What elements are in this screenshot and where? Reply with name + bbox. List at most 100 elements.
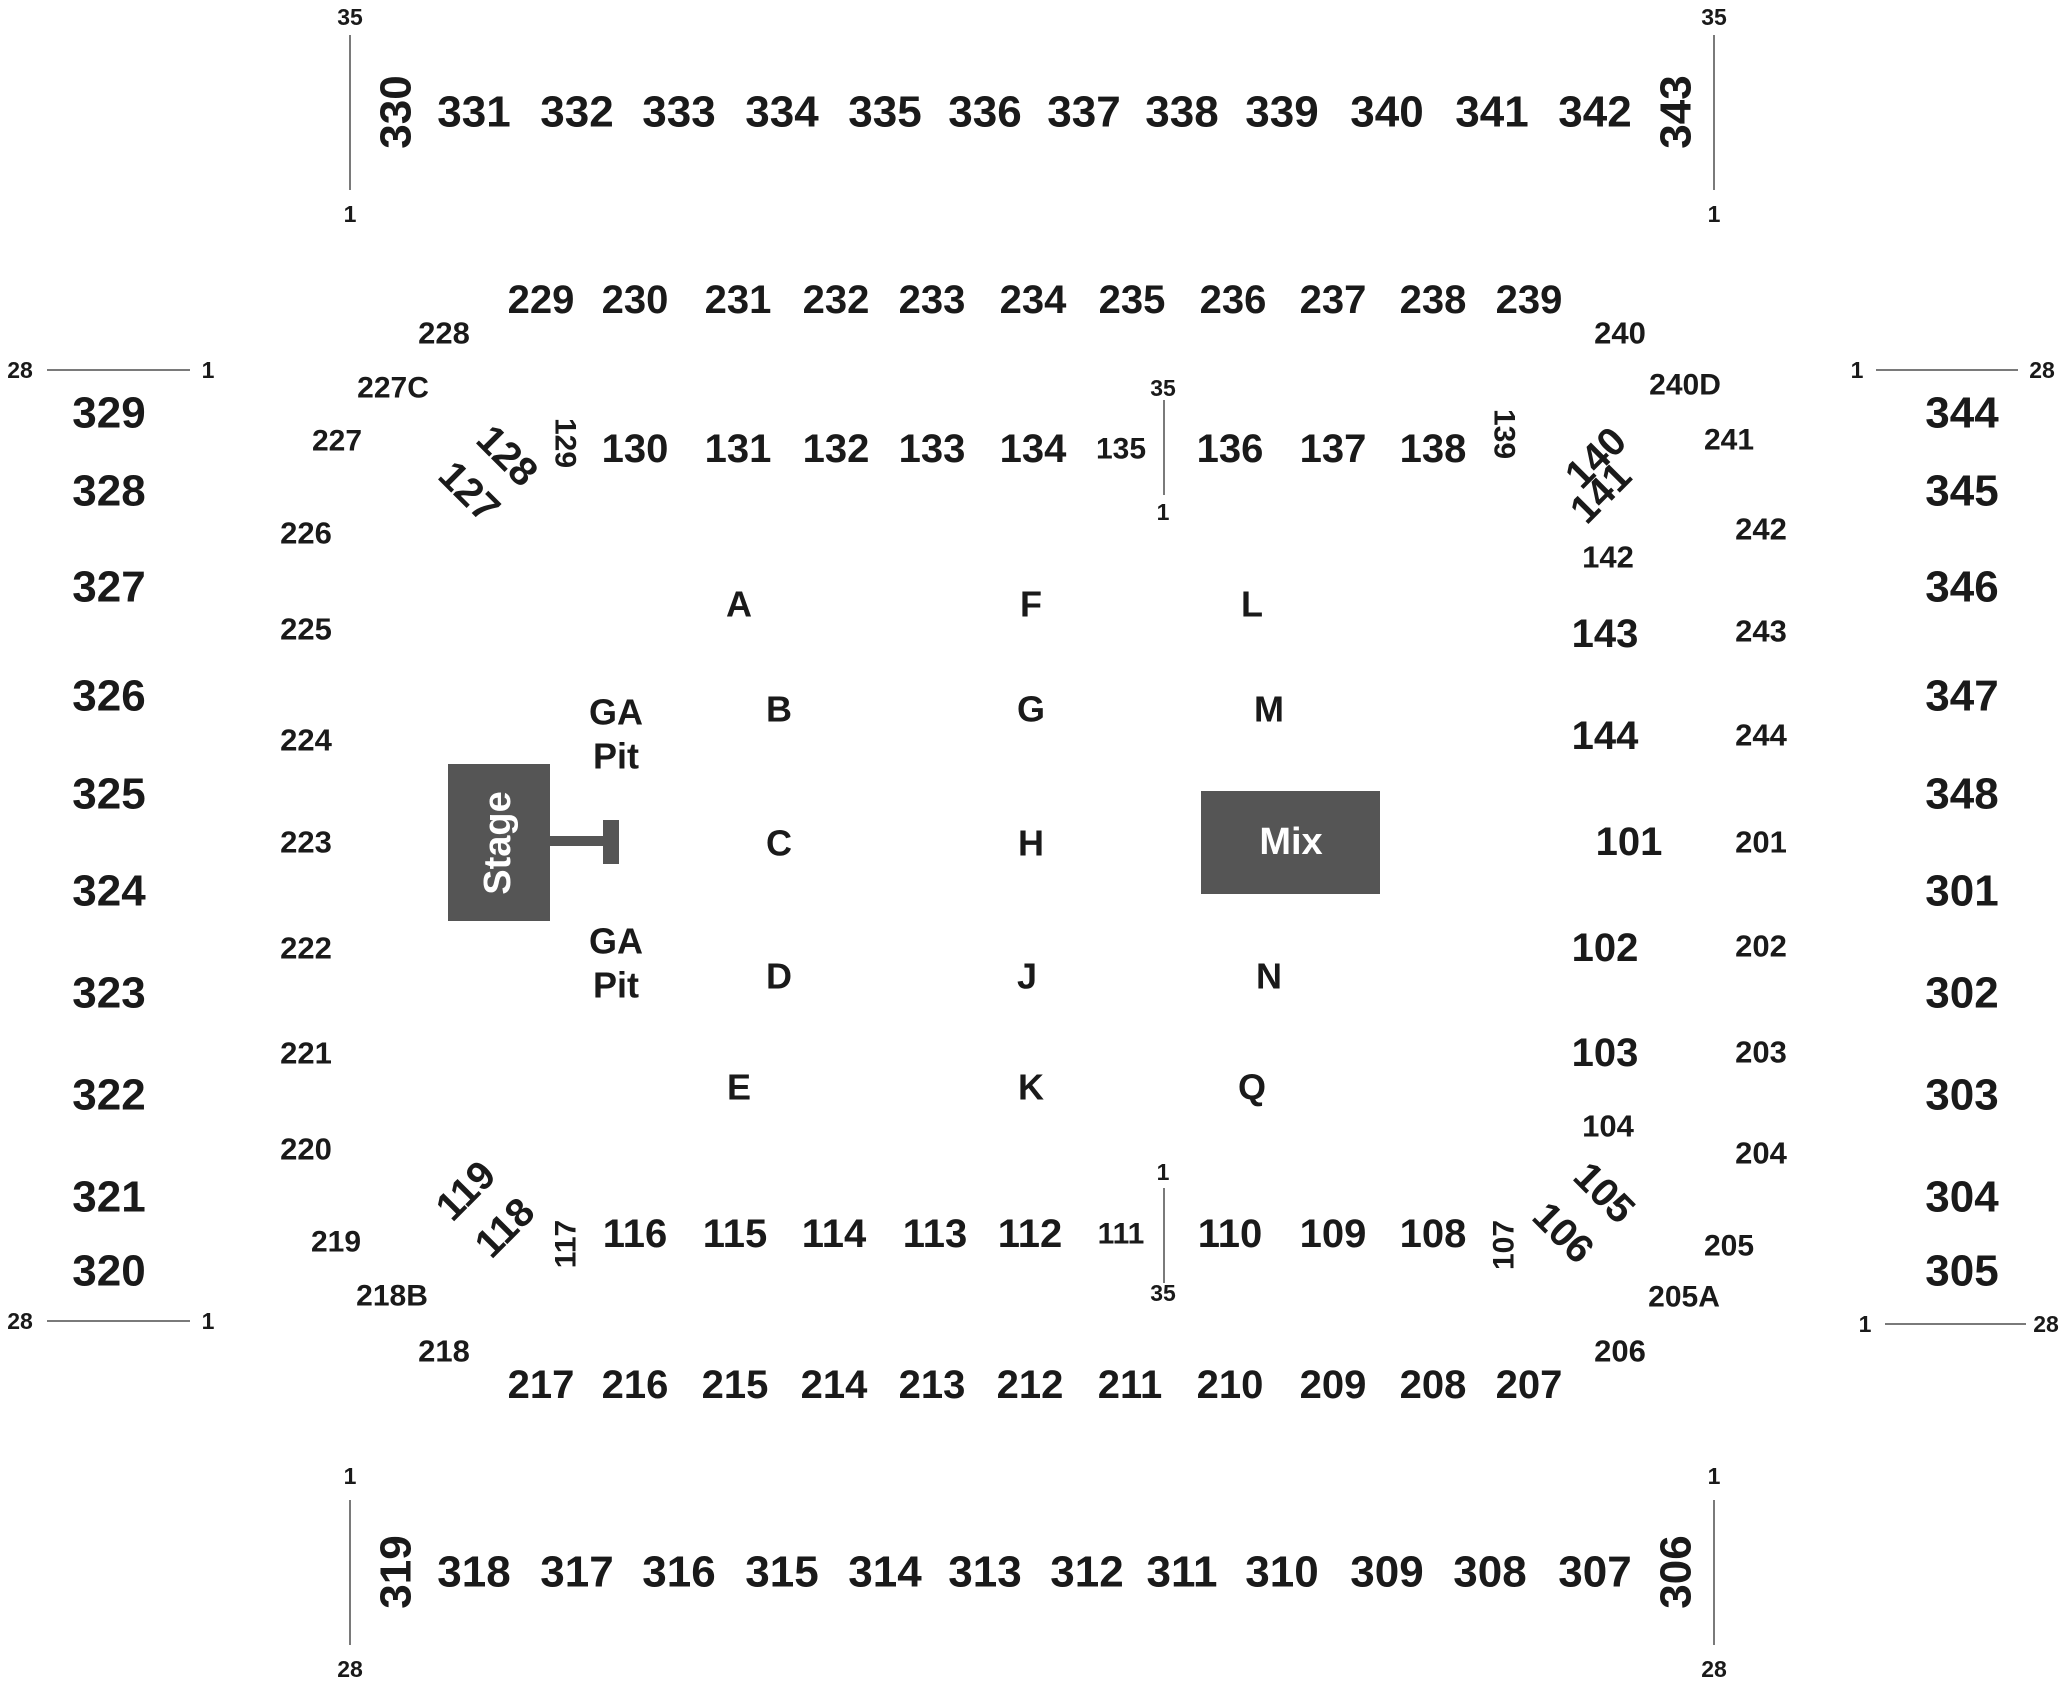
section-236[interactable]: 236: [1200, 278, 1267, 322]
section-239[interactable]: 239: [1496, 278, 1563, 322]
floor-section-j[interactable]: J: [1017, 956, 1037, 997]
section-244[interactable]: 244: [1735, 718, 1787, 753]
section-229[interactable]: 229: [508, 278, 575, 322]
stage-runway[interactable]: [550, 836, 614, 846]
section-202[interactable]: 202: [1735, 929, 1787, 964]
section-138[interactable]: 138: [1400, 427, 1467, 471]
section-302[interactable]: 302: [1925, 969, 1998, 1018]
section-344[interactable]: 344: [1925, 389, 1999, 438]
section-220[interactable]: 220: [280, 1132, 332, 1167]
section-326[interactable]: 326: [72, 672, 145, 721]
section-308[interactable]: 308: [1453, 1548, 1526, 1597]
section-240d[interactable]: 240D: [1649, 369, 1721, 402]
section-218[interactable]: 218: [418, 1334, 470, 1369]
section-139[interactable]: 139: [1488, 409, 1521, 459]
section-215[interactable]: 215: [702, 1363, 769, 1407]
section-136[interactable]: 136: [1197, 427, 1264, 471]
section-225[interactable]: 225: [280, 612, 332, 647]
section-116[interactable]: 116: [603, 1212, 668, 1256]
section-321[interactable]: 321: [72, 1173, 145, 1222]
stage-block[interactable]: [448, 764, 550, 921]
section-340[interactable]: 340: [1350, 88, 1423, 137]
section-341[interactable]: 341: [1455, 88, 1528, 137]
section-316[interactable]: 316: [642, 1548, 715, 1597]
section-329[interactable]: 329: [72, 389, 145, 438]
section-332[interactable]: 332: [540, 88, 613, 137]
section-314[interactable]: 314: [848, 1548, 922, 1597]
floor-section-b[interactable]: B: [766, 689, 792, 730]
section-216[interactable]: 216: [602, 1363, 669, 1407]
section-237[interactable]: 237: [1300, 278, 1367, 322]
floor-section-h[interactable]: H: [1018, 823, 1044, 864]
section-132[interactable]: 132: [803, 427, 870, 471]
section-232[interactable]: 232: [803, 278, 870, 322]
section-305[interactable]: 305: [1925, 1247, 1998, 1296]
section-102[interactable]: 102: [1572, 926, 1639, 970]
section-336[interactable]: 336: [948, 88, 1021, 137]
section-339[interactable]: 339: [1245, 88, 1318, 137]
section-227[interactable]: 227: [312, 425, 362, 458]
floor-section-f[interactable]: F: [1020, 584, 1042, 625]
section-103[interactable]: 103: [1572, 1031, 1639, 1075]
floor-section-q[interactable]: Q: [1238, 1067, 1266, 1108]
section-233[interactable]: 233: [899, 278, 966, 322]
section-226[interactable]: 226: [280, 516, 332, 551]
section-315[interactable]: 315: [745, 1548, 818, 1597]
section-207[interactable]: 207: [1496, 1363, 1563, 1407]
section-323[interactable]: 323: [72, 969, 145, 1018]
section-108[interactable]: 108: [1400, 1212, 1467, 1256]
section-143[interactable]: 143: [1572, 612, 1639, 656]
section-241[interactable]: 241: [1704, 424, 1754, 457]
ga-pit-top-line1[interactable]: GA: [589, 692, 643, 733]
section-337[interactable]: 337: [1047, 88, 1120, 137]
section-348[interactable]: 348: [1925, 770, 1998, 819]
section-104[interactable]: 104: [1582, 1109, 1634, 1144]
section-301[interactable]: 301: [1925, 867, 1998, 916]
section-107[interactable]: 107: [1488, 1220, 1521, 1270]
section-230[interactable]: 230: [602, 278, 669, 322]
floor-section-k[interactable]: K: [1018, 1067, 1044, 1108]
section-228[interactable]: 228: [418, 316, 470, 351]
section-334[interactable]: 334: [745, 88, 819, 137]
section-234[interactable]: 234: [1000, 278, 1067, 322]
section-333[interactable]: 333: [642, 88, 715, 137]
section-112[interactable]: 112: [998, 1212, 1063, 1256]
section-213[interactable]: 213: [899, 1363, 966, 1407]
section-224[interactable]: 224: [280, 723, 332, 758]
section-243[interactable]: 243: [1735, 614, 1787, 649]
section-310[interactable]: 310: [1245, 1548, 1318, 1597]
section-324[interactable]: 324: [72, 867, 146, 916]
section-111[interactable]: 111: [1098, 1218, 1145, 1251]
floor-section-a[interactable]: A: [726, 584, 752, 625]
section-203[interactable]: 203: [1735, 1035, 1787, 1070]
section-144[interactable]: 144: [1572, 714, 1639, 758]
section-325[interactable]: 325: [72, 770, 145, 819]
floor-section-m[interactable]: M: [1254, 689, 1284, 730]
section-135[interactable]: 135: [1096, 433, 1146, 466]
section-110[interactable]: 110: [1198, 1212, 1263, 1256]
section-221[interactable]: 221: [280, 1036, 332, 1071]
section-338[interactable]: 338: [1145, 88, 1218, 137]
section-309[interactable]: 309: [1350, 1548, 1423, 1597]
floor-section-n[interactable]: N: [1256, 956, 1282, 997]
section-304[interactable]: 304: [1925, 1173, 1999, 1222]
floor-section-g[interactable]: G: [1017, 689, 1045, 730]
section-311[interactable]: 311: [1147, 1548, 1218, 1597]
section-131[interactable]: 131: [705, 427, 772, 471]
section-218b[interactable]: 218B: [356, 1280, 428, 1313]
section-101[interactable]: 101: [1596, 820, 1663, 864]
section-231[interactable]: 231: [705, 278, 772, 322]
section-205a[interactable]: 205A: [1648, 1281, 1720, 1314]
section-335[interactable]: 335: [848, 88, 921, 137]
section-317[interactable]: 317: [540, 1548, 613, 1597]
ga-pit-bottom-line1[interactable]: GA: [589, 921, 643, 962]
section-328[interactable]: 328: [72, 467, 145, 516]
section-240[interactable]: 240: [1594, 316, 1646, 351]
section-115[interactable]: 115: [703, 1212, 768, 1256]
section-303[interactable]: 303: [1925, 1071, 1998, 1120]
section-214[interactable]: 214: [801, 1363, 868, 1407]
section-211[interactable]: 211: [1098, 1363, 1163, 1407]
section-204[interactable]: 204: [1735, 1136, 1787, 1171]
section-206[interactable]: 206: [1594, 1334, 1646, 1369]
section-137[interactable]: 137: [1300, 427, 1367, 471]
